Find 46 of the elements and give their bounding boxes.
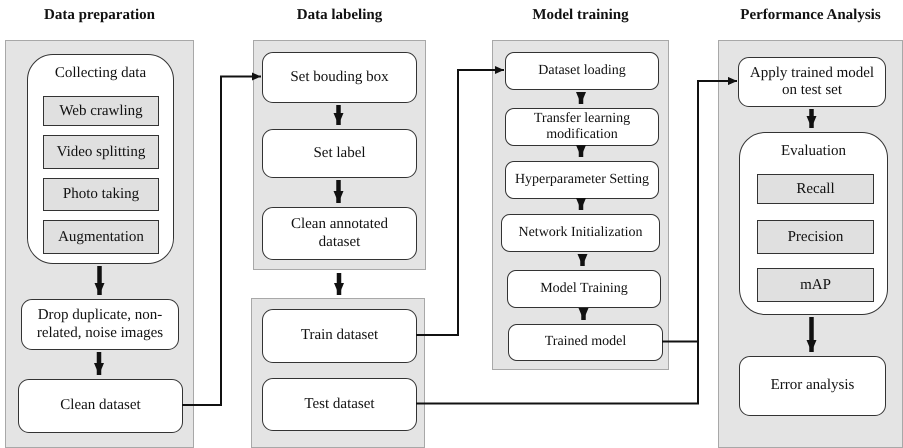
process-box: Clean annotated dataset xyxy=(262,207,417,260)
sub-step-box: Web crawling xyxy=(43,96,159,126)
connector-arrow xyxy=(182,72,261,406)
process-box: Test dataset xyxy=(262,378,417,431)
process-box: Train dataset xyxy=(262,309,417,363)
block-arrow xyxy=(578,308,588,320)
sub-step-box: Video splitting xyxy=(43,135,159,169)
sub-step-box: Recall xyxy=(757,174,874,204)
connector-arrow xyxy=(416,66,504,336)
block-arrow xyxy=(806,317,816,352)
block-arrow xyxy=(576,198,586,210)
group-box xyxy=(27,54,174,264)
sub-step-box: mAP xyxy=(757,268,874,302)
block-arrow xyxy=(94,266,104,295)
process-box: Hyperparameter Setting xyxy=(505,161,659,199)
stage-heading: Data labeling xyxy=(296,7,384,24)
process-box: Trained model xyxy=(508,324,663,361)
block-arrow xyxy=(334,273,344,295)
process-box: Clean dataset xyxy=(18,379,183,433)
process-box: Apply trained model on test set xyxy=(738,57,886,107)
sub-step-box: Photo taking xyxy=(43,178,159,211)
stage-heading: Model training xyxy=(531,7,630,24)
sub-step-box: Precision xyxy=(757,220,874,254)
process-box: Network Initialization xyxy=(501,214,660,252)
block-arrow xyxy=(576,92,586,104)
block-arrow xyxy=(578,254,588,266)
connector-arrow xyxy=(416,77,737,404)
group-title: Evaluation xyxy=(780,143,847,160)
stage-heading: Performance Analysis xyxy=(739,7,882,24)
process-box: Set bouding box xyxy=(262,52,417,103)
process-box: Error analysis xyxy=(739,356,886,416)
block-arrow xyxy=(334,105,344,125)
block-arrow xyxy=(576,145,586,157)
block-arrow xyxy=(806,109,816,128)
process-box: Dataset loading xyxy=(505,52,659,90)
process-box: Set label xyxy=(262,129,417,178)
group-box xyxy=(739,132,888,315)
process-box: Drop duplicate, non-related, noise images xyxy=(21,299,179,350)
group-title: Collecting data xyxy=(54,65,148,82)
sub-step-box: Augmentation xyxy=(43,220,159,254)
block-arrow xyxy=(334,180,344,203)
process-box: Transfer learning modification xyxy=(505,108,659,146)
stage-panel xyxy=(251,298,425,448)
block-arrow xyxy=(94,352,104,375)
process-box: Model Training xyxy=(507,270,661,308)
stage-heading: Data preparation xyxy=(43,7,156,24)
